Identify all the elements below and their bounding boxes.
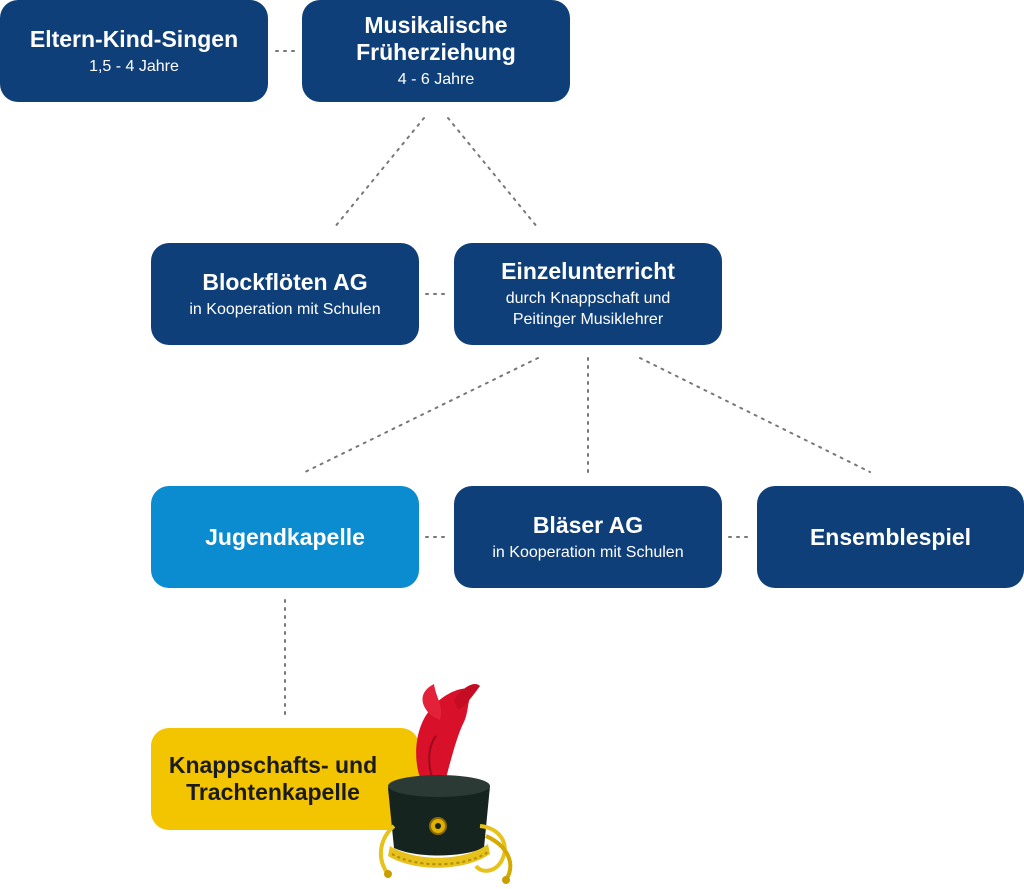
box-title: Ensemblespiel [809,523,972,550]
box-title: Bläser AG [532,511,644,538]
connector-einzel-jugend [304,357,539,473]
connector-einzel-ensemble [639,357,871,473]
box-subtitle: in Kooperation mit Schulen [492,543,684,561]
box-title: Musikalische Früherziehung [356,12,516,65]
connector-frueh-einzel [447,117,539,229]
band-hat-with-red-plume-icon [378,683,513,884]
box-subtitle: 1,5 - 4 Jahre [89,57,179,75]
box-title: Eltern-Kind-Singen [29,25,239,52]
box-einzelunterricht: Einzelunterricht durch Knappschaft und P… [454,243,722,345]
connector-frueh-blockfloeten [333,117,425,229]
box-title: Knappschafts- und Trachtenkapelle [168,752,378,805]
box-musikalische-frueherziehung: Musikalische Früherziehung 4 - 6 Jahre [302,0,570,102]
box-subtitle: in Kooperation mit Schulen [189,300,381,318]
box-subtitle-line2: Peitinger Musiklehrer [512,311,664,328]
box-title: Blockflöten AG [202,268,368,295]
box-knappschafts-und-trachtenkapelle: Knappschafts- und Trachtenkapelle [151,728,419,830]
box-ensemblespiel: Ensemblespiel [757,486,1024,588]
box-title: Einzelunterricht [501,258,675,284]
box-jugendkapelle: Jugendkapelle [151,486,419,588]
box-eltern-kind-singen: Eltern-Kind-Singen 1,5 - 4 Jahre [0,0,268,102]
box-subtitle-line1: durch Knappschaft und [505,290,671,307]
box-blockfloeten-ag: Blockflöten AG in Kooperation mit Schule… [151,243,419,345]
box-title: Jugendkapelle [205,523,365,550]
box-subtitle: 4 - 6 Jahre [397,71,475,88]
box-blaeser-ag: Bläser AG in Kooperation mit Schulen [454,486,722,588]
